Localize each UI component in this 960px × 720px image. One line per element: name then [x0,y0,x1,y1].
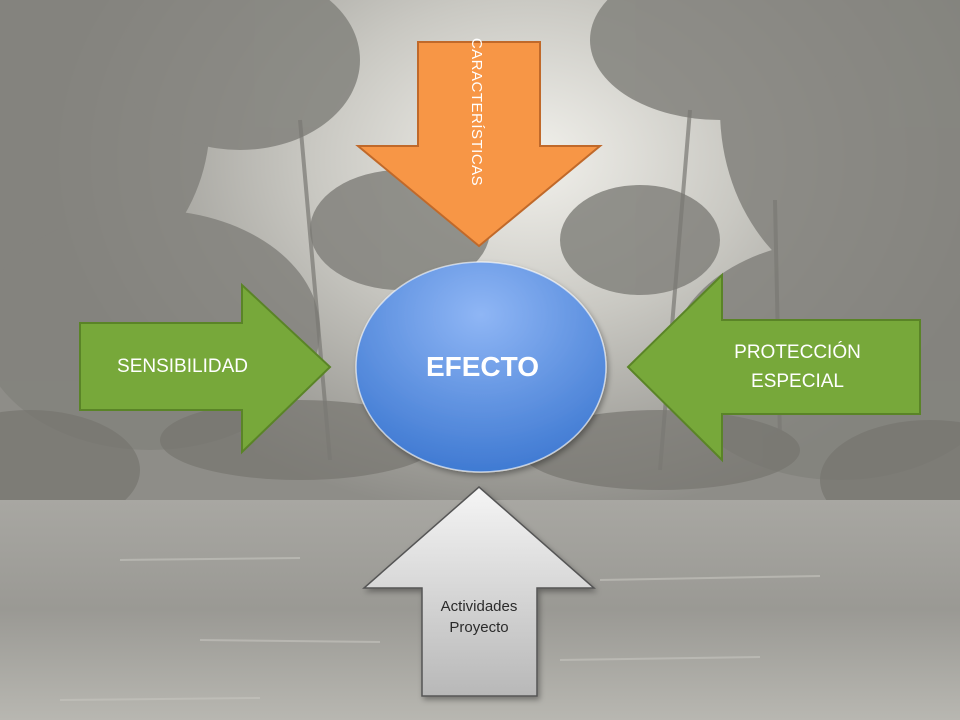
top-arrow-down [355,41,603,248]
center-label: EFECTO [425,351,540,382]
left-arrow-right [79,282,332,455]
right-arrow-left [626,272,921,463]
bottom-arrow-label-line1: Actividades [440,598,518,615]
right-arrow-label-line2: ESPECIAL [751,371,844,392]
right-arrow-label: PROTECCIÓN ESPECIAL [705,338,890,396]
center-effect-circle [355,261,607,473]
bottom-arrow-up [362,486,596,697]
right-arrow-label-line1: PROTECCIÓN [734,342,861,363]
bottom-arrow-label-line2: Proyecto [449,619,509,636]
top-arrow-label: CARACTERÍSTICAS [468,37,485,187]
bottom-arrow-label: Actividades Proyecto [420,596,538,638]
left-arrow-label: SENSIBILIDAD [117,356,248,377]
